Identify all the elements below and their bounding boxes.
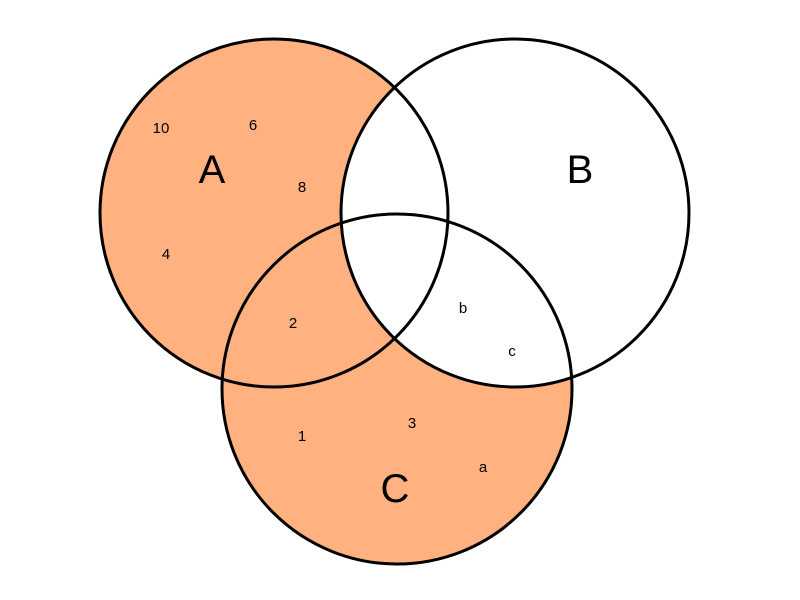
element: 6: [249, 117, 257, 134]
element: 4: [162, 246, 170, 263]
element: a: [479, 459, 488, 476]
set-label-c: C: [381, 467, 410, 511]
element: b: [459, 300, 467, 317]
element: 3: [408, 415, 416, 432]
set-b-fill: [341, 39, 689, 387]
set-b-circle: [339, 37, 691, 389]
element: c: [508, 343, 516, 360]
set-c-circle: [220, 212, 574, 566]
element: 2: [289, 315, 297, 332]
element: 1: [298, 428, 306, 445]
element: 10: [153, 120, 170, 137]
set-label-b: B: [567, 148, 594, 192]
element: 8: [298, 179, 306, 196]
set-label-a: A: [199, 148, 226, 192]
set-a-circle: [98, 37, 450, 389]
